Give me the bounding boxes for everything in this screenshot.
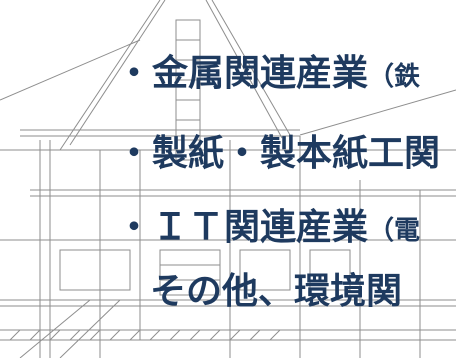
line-1-text: 金属関連産業 — [152, 53, 369, 94]
bullet: ・ — [116, 53, 153, 94]
bullet: ・ — [116, 133, 153, 174]
line-3-suffix: （電 — [368, 216, 421, 246]
text-line-2: ・製紙・製本紙工関 — [116, 136, 440, 172]
text-line-1: ・金属関連産業（鉄 — [116, 56, 420, 92]
bullet: ・ — [116, 207, 153, 248]
text-line-4: その他、環境関 — [150, 274, 402, 310]
line-3-text: ＩＴ関連産業 — [152, 207, 369, 248]
line-4-text: その他、環境関 — [150, 271, 403, 312]
line-2-text: 製紙・製本紙工関 — [152, 133, 441, 174]
text-line-3: ・ＩＴ関連産業（電 — [116, 210, 420, 246]
line-1-suffix: （鉄 — [368, 62, 421, 92]
